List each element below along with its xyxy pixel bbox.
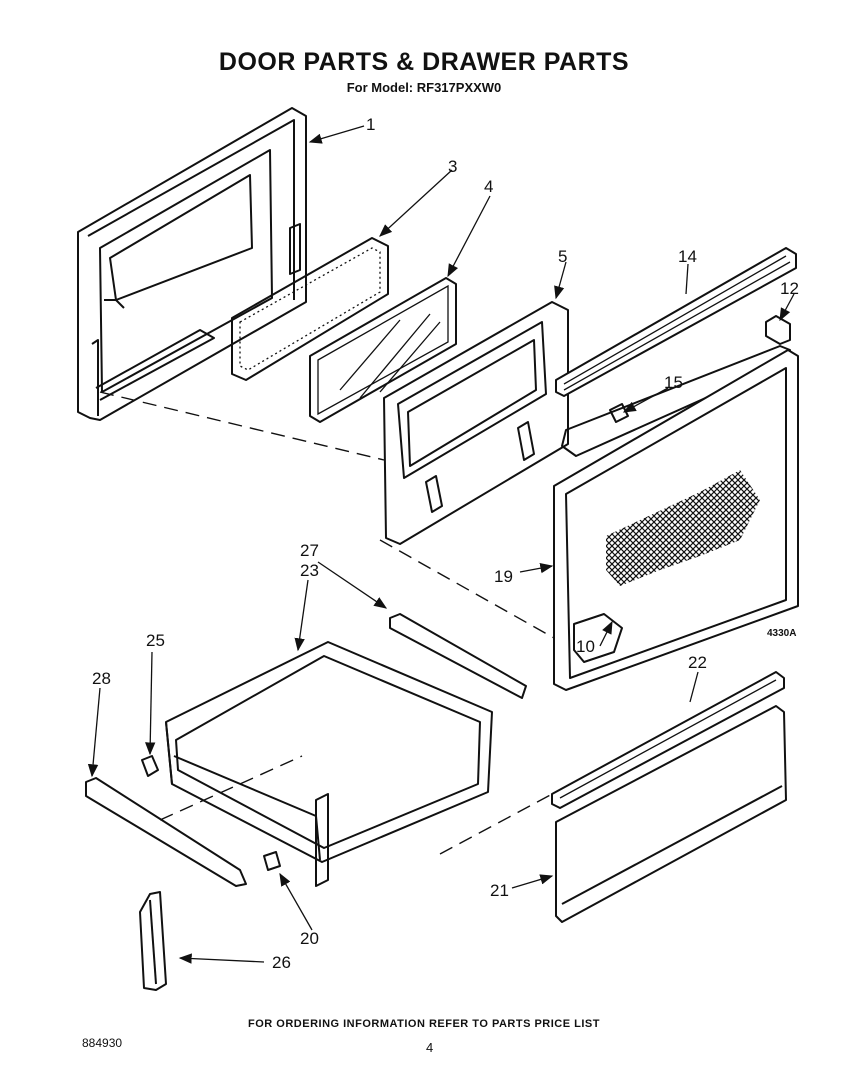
callout-1: 1	[366, 115, 375, 134]
callout-25: 25	[146, 631, 165, 650]
part-20-glide	[263, 851, 281, 871]
callout-27: 27	[300, 541, 319, 560]
document-number: 884930	[82, 1036, 123, 1050]
part-4-door-glass	[309, 277, 457, 423]
callout-19: 19	[494, 567, 513, 586]
callout-10: 10	[576, 637, 595, 656]
leader-lines	[87, 125, 795, 964]
ordering-note: FOR ORDERING INFORMATION REFER TO PARTS …	[248, 1018, 600, 1030]
part-19-outer-door-panel	[379, 349, 799, 691]
callout-3: 3	[448, 157, 457, 176]
callout-23: 23	[300, 561, 319, 580]
callout-26: 26	[272, 953, 291, 972]
part-3-door-gasket	[231, 237, 389, 381]
part-26-drawer-handle	[139, 891, 167, 991]
page-number: 4	[426, 1040, 434, 1055]
callout-12: 12	[780, 279, 799, 298]
figure-reference: 4330A	[767, 628, 797, 639]
callout-14: 14	[678, 247, 697, 266]
part-1-outer-door	[77, 107, 307, 421]
callout-21: 21	[490, 881, 509, 900]
part-25-roller	[141, 755, 159, 777]
callout-4: 4	[484, 177, 493, 196]
callout-20: 20	[300, 929, 319, 948]
part-28-drawer-rail	[85, 755, 303, 887]
callout-22: 22	[688, 653, 707, 672]
part-27-drawer-slide	[389, 613, 527, 699]
part-5-inner-door-panel	[99, 301, 569, 545]
callout-28: 28	[92, 669, 111, 688]
part-12-bracket	[765, 315, 791, 345]
callout-15: 15	[664, 373, 683, 392]
part-23-drawer	[165, 641, 493, 887]
part-22-drawer-trim	[551, 671, 785, 809]
part-14-door-trim	[555, 247, 797, 397]
callout-5: 5	[558, 247, 567, 266]
part-21-drawer-front	[439, 705, 787, 923]
model-subtitle: For Model: RF317PXXW0	[346, 80, 502, 95]
page-title: DOOR PARTS & DRAWER PARTS	[218, 48, 630, 76]
